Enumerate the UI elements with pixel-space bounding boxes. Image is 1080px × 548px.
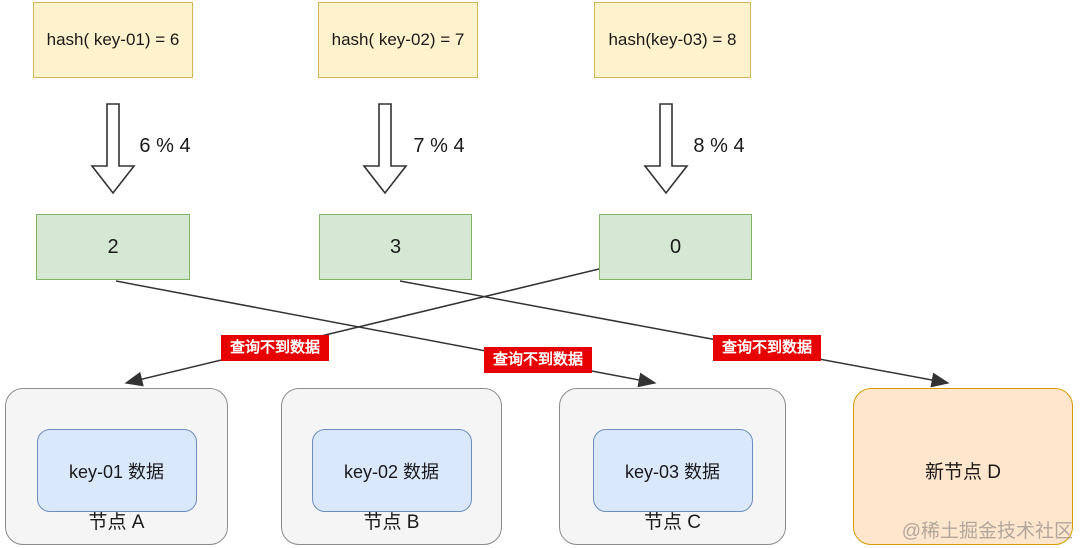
hash-box-key-03: hash(key-03) = 8 [594, 2, 751, 78]
error-badge-1: 查询不到数据 [220, 335, 330, 361]
error-badge-3: 查询不到数据 [712, 335, 822, 361]
node-a-data-box: key-01 数据 [36, 429, 197, 512]
block-down-arrow-2 [362, 103, 408, 195]
node-b-label: 节点 B [363, 512, 420, 533]
mod-label-2: 7 % 4 [413, 134, 465, 157]
slot-box-0: 0 [599, 214, 752, 280]
node-c: key-03 数据 节点 C [559, 388, 786, 545]
block-down-arrow-1 [90, 103, 136, 195]
node-d-new: 新节点 D [853, 388, 1073, 545]
error-badge-2: 查询不到数据 [483, 347, 593, 373]
mod-label-3: 8 % 4 [693, 134, 745, 157]
node-b-data-box: key-02 数据 [311, 429, 472, 512]
mod-label-1: 6 % 4 [139, 134, 191, 157]
node-a: key-01 数据 节点 A [5, 388, 228, 545]
node-a-label: 节点 A [88, 512, 145, 533]
slot-box-3: 3 [319, 214, 472, 280]
hash-box-key-01: hash( key-01) = 6 [33, 2, 193, 78]
slot-box-2: 2 [36, 214, 190, 280]
node-d-label: 新节点 D [924, 462, 1001, 483]
watermark: @稀土掘金技术社区 [901, 521, 1073, 542]
arrow-slot0-to-node-a [124, 268, 600, 387]
arrow-slot3-to-node-d [399, 280, 950, 388]
node-c-label: 节点 C [643, 512, 701, 533]
node-b: key-02 数据 节点 B [281, 388, 502, 545]
node-c-data-box: key-03 数据 [592, 429, 753, 512]
block-down-arrow-3 [643, 103, 689, 195]
hash-box-key-02: hash( key-02) = 7 [318, 2, 478, 78]
